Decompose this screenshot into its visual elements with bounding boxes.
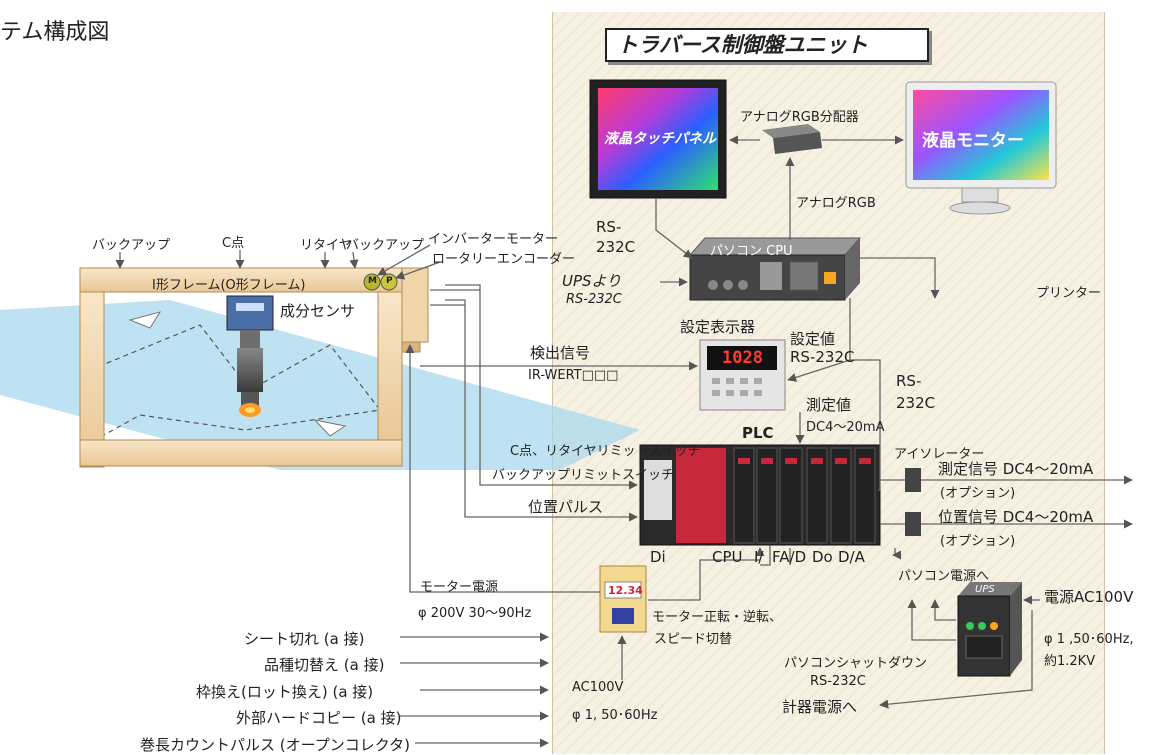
printer-label: プリンター (1036, 286, 1102, 301)
counter-value: 12.34 (608, 584, 643, 597)
connection-lines (115, 135, 1133, 748)
ups-rs-label: RS-232C (566, 292, 622, 307)
motor-spec-label: φ 200V 30〜90Hz (418, 606, 532, 621)
power-spec-2: 約1.2KV (1044, 654, 1096, 669)
rotary-encoder-label: ロータリーエンコーダー (432, 252, 576, 267)
rgb-splitter-label: アナログRGB分配器 (740, 110, 859, 125)
input-sheet-break: シート切れ (a 接) (244, 630, 365, 648)
ups-from-label: UPSより (562, 272, 622, 290)
backup-limit-label: バックアップリミットスイッチ (492, 468, 675, 483)
motor-m: M (368, 276, 377, 286)
plc-module-da: D/A (838, 548, 865, 566)
motor-control-2: スピード切替 (654, 632, 733, 647)
backup-left-label: バックアップ (92, 238, 171, 253)
pc-shutdown-label: パソコンシャットダウン (784, 656, 928, 671)
motor-power-label: モーター電源 (420, 580, 499, 595)
monitor-label: 液晶モニター (922, 131, 1024, 151)
rs232c-1-b: 232C (596, 238, 636, 256)
setting-rs-label: RS-232C (790, 348, 855, 366)
input-product-switch: 品種切替え (a 接) (264, 656, 385, 674)
plc-label: PLC (742, 424, 774, 442)
unit-title: トラバース制御盤ユニット (605, 28, 929, 62)
c-limit-label: C点、リタイヤリミットスイッチ (510, 444, 701, 459)
position-signal-label: 位置信号 DC4〜20mA (938, 508, 1094, 526)
rgb-splitter (762, 124, 822, 154)
backup-right-label: バックアップ (346, 238, 425, 253)
ups-label: UPS (975, 584, 995, 595)
frame-label: I形フレーム(O形フレーム) (152, 278, 306, 293)
lcd-monitor (905, 81, 1057, 215)
isolator-2 (905, 512, 921, 536)
pc-cpu (688, 237, 862, 301)
ups-device (957, 582, 1022, 677)
option-1-label: (オプション) (940, 486, 1016, 501)
input-count-pulse: 巻長カウントパルス (オープンコレクタ) (140, 736, 410, 754)
touch-panel (589, 79, 727, 199)
c-point-label: C点 (222, 236, 245, 251)
plc-module-i: I/ (754, 548, 764, 566)
retire-label: リタイヤ (300, 238, 352, 253)
rs232c-1-a: RS- (596, 218, 622, 236)
input-hardcopy: 外部ハードコピー (a 接) (236, 709, 402, 727)
setting-display-label: 設定表示器 (680, 318, 756, 336)
pc-power-label: パソコン電源へ (898, 569, 990, 584)
display-value: 1028 (722, 348, 763, 368)
setting-value-label: 設定値 (790, 330, 836, 348)
traverse-path (89, 324, 382, 441)
power-ac-label: 電源AC100V (1044, 588, 1134, 606)
touch-panel-label: 液晶タッチパネル (604, 131, 716, 147)
shutdown-rs-label: RS-232C (810, 674, 866, 689)
ac100-2-label: φ 1, 50･60Hz (572, 708, 658, 723)
ac100-1-label: AC100V (572, 680, 624, 695)
inverter-motor-label: インバーターモーター (428, 232, 559, 247)
motor-control-1: モーター正転・逆転、 (652, 610, 783, 625)
plc-module-fa: FA/D (772, 548, 807, 566)
motor-icon (363, 273, 381, 291)
encoder-p: P (386, 276, 393, 286)
measure-value-label: 測定値 (806, 396, 852, 414)
page-title: テム構成図 (0, 20, 110, 45)
isolator-label: アイソレーター (894, 447, 985, 462)
rs232c-2-b: 232C (896, 394, 936, 412)
plc-module-di: Di (650, 548, 666, 566)
meter-power-label: 計器電源へ (782, 698, 858, 716)
position-pulse-label: 位置パルス (528, 498, 604, 516)
counter-device (599, 565, 647, 633)
encoder-icon (380, 273, 398, 291)
power-spec-1: φ 1 ,50･60Hz, (1044, 632, 1134, 647)
detect-signal-label: 検出信号 (530, 344, 591, 362)
setting-display (699, 339, 786, 411)
option-2-label: (オプション) (940, 534, 1016, 549)
analog-rgb-label: アナログRGB (796, 196, 876, 211)
rs232c-2-a: RS- (896, 372, 922, 390)
sensor-label: 成分センサ (280, 302, 356, 320)
plc-rack (639, 444, 881, 546)
isolator-1 (905, 468, 921, 492)
component-sensor (226, 295, 274, 417)
measure-dc-label: DC4〜20mA (806, 420, 885, 435)
i-frame (79, 267, 429, 468)
pc-cpu-label: パソコン CPU (710, 244, 793, 259)
plc-module-cpu: CPU (712, 548, 743, 566)
ir-wert-label: IR-WERT□□□ (528, 368, 619, 383)
plc-module-do: Do (812, 548, 833, 566)
input-frame-change: 枠換え(ロット換え) (a 接) (196, 683, 374, 701)
measure-signal-label: 測定信号 DC4〜20mA (938, 460, 1094, 478)
